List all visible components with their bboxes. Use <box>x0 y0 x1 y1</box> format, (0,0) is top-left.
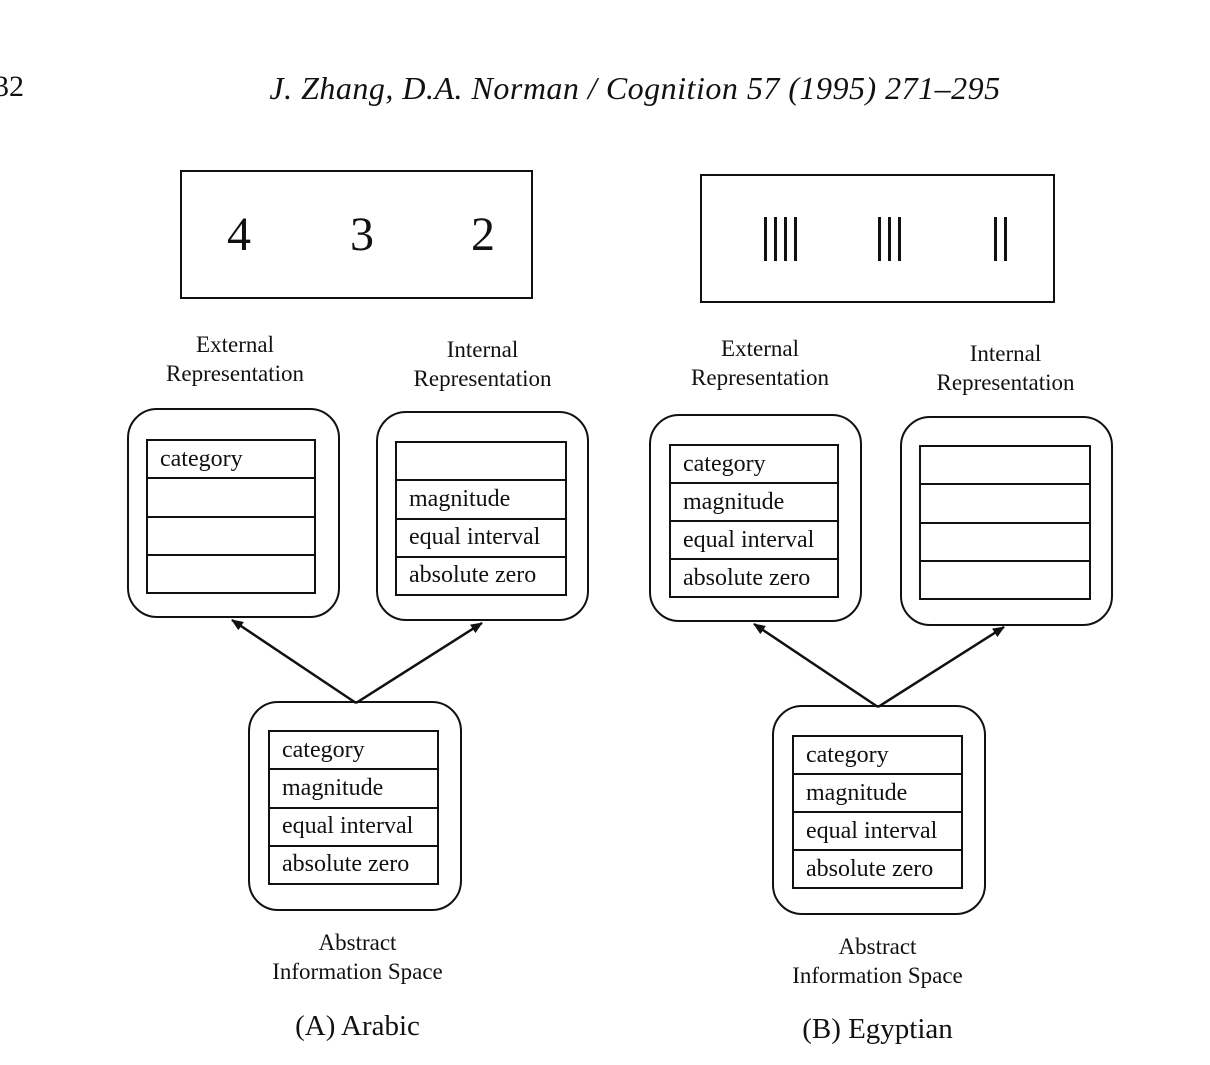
b-abstract-space <box>772 705 986 915</box>
dim-cell <box>148 556 314 592</box>
arrow-b-external <box>753 622 879 709</box>
dim-cell: absolute zero <box>683 564 811 591</box>
dim-cell <box>148 518 314 556</box>
dim-cell: equal interval <box>397 520 565 558</box>
a-abstract-dimensions: category magnitude equal interval absolu… <box>268 730 439 885</box>
running-header: J. Zhang, D.A. Norman / Cognition 57 (19… <box>269 70 1001 106</box>
b-abstract-dimensions: category magnitude equal interval absolu… <box>792 735 963 889</box>
a-internal-dimensions: magnitude equal interval absolute zero <box>395 441 567 596</box>
dim-cell: equal interval <box>794 813 961 851</box>
tally-two <box>994 216 1007 261</box>
dim-cell <box>921 562 1089 598</box>
dim-cell: category <box>671 446 837 484</box>
b-external-dimensions: category magnitude equal interval absolu… <box>669 444 839 598</box>
dim-cell: equal interval <box>270 809 437 847</box>
a-internal-space <box>376 411 589 621</box>
b-internal-space <box>900 416 1113 626</box>
dim-cell <box>397 443 565 482</box>
dim-cell: category <box>794 737 961 775</box>
egyptian-numeral-box <box>700 174 1055 303</box>
dim-cell <box>921 524 1089 562</box>
dim-cell: category <box>270 732 437 771</box>
tally-three <box>878 216 901 261</box>
dim-cell <box>148 479 314 518</box>
b-caption: (B) Egyptian <box>802 1013 953 1045</box>
a-external-space <box>127 408 340 618</box>
dim-cell: magnitude <box>397 481 565 520</box>
b-external-space <box>649 414 862 622</box>
dim-cell: magnitude <box>671 484 837 522</box>
numeral-3: 3 <box>350 207 374 261</box>
dim-cell: equal interval <box>671 522 837 560</box>
numeral-4: 4 <box>227 207 251 261</box>
dim-cell: absolute zero <box>409 562 537 589</box>
dim-cell: absolute zero <box>282 851 410 878</box>
dim-cell <box>921 485 1089 524</box>
dim-cell <box>921 447 1089 486</box>
arrow-a-internal <box>355 621 483 705</box>
page-number: 32 <box>0 70 24 103</box>
numeral-2: 2 <box>471 207 495 261</box>
arrow-a-external <box>231 618 357 705</box>
tally-four <box>764 216 797 261</box>
arabic-numeral-box: 4 3 2 <box>180 170 533 299</box>
a-caption: (A) Arabic <box>295 1010 420 1042</box>
a-abstract-space <box>248 701 462 911</box>
dim-cell: category <box>148 441 314 480</box>
dim-cell: absolute zero <box>806 855 934 882</box>
a-external-dimensions: category <box>146 439 316 594</box>
dim-cell: magnitude <box>270 770 437 809</box>
dim-cell: magnitude <box>794 775 961 813</box>
b-internal-dimensions <box>919 445 1091 600</box>
arrow-b-internal <box>877 625 1005 709</box>
